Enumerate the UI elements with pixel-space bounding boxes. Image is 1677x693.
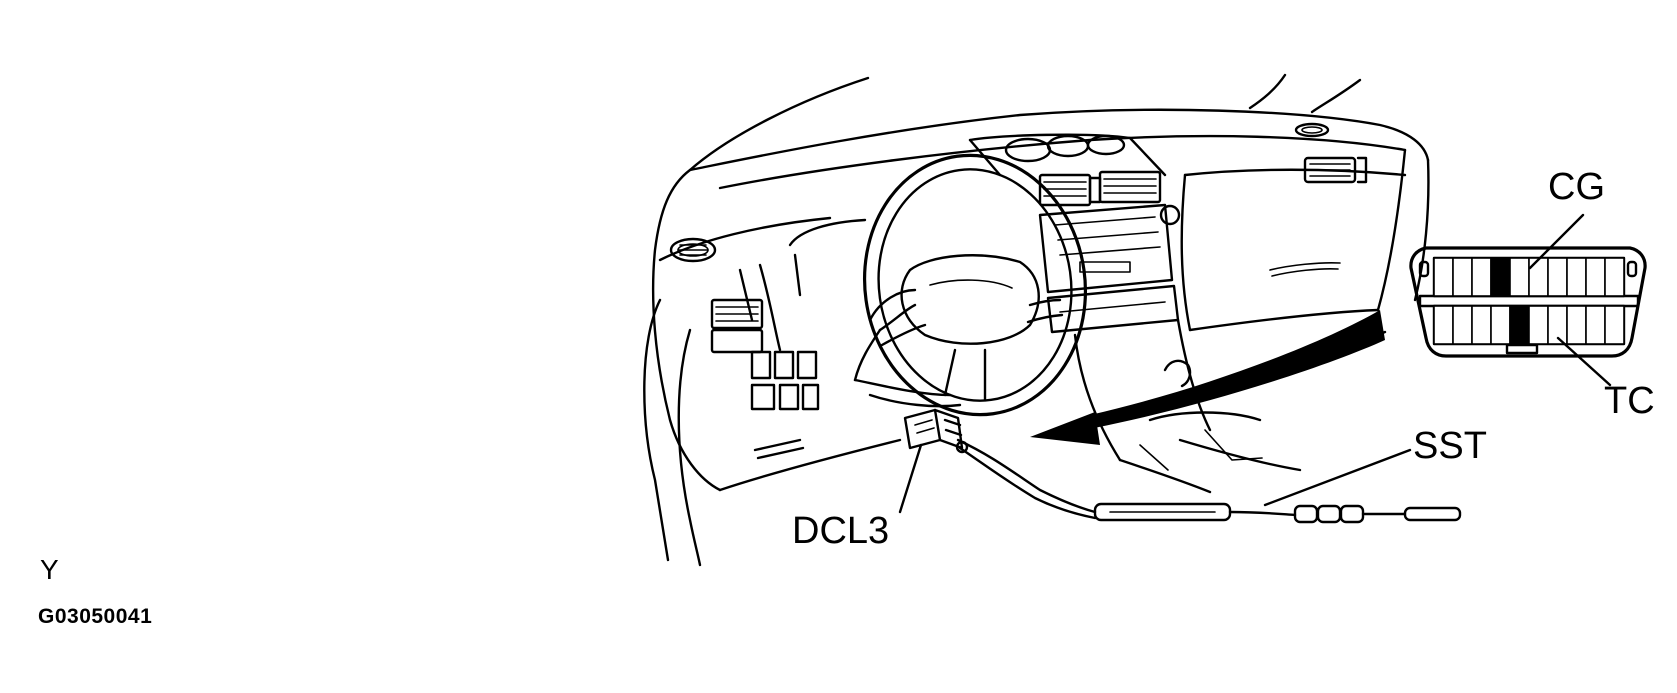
connector-pin [1604, 257, 1625, 297]
label-cg: CG [1548, 166, 1605, 208]
label-sst: SST [1413, 425, 1487, 467]
connector-pin [1585, 257, 1606, 297]
connector-pin [1471, 257, 1492, 297]
connector-pin [1528, 305, 1549, 345]
curved-arrow [1030, 310, 1387, 445]
pin-tc [1509, 305, 1530, 345]
pin-cg [1490, 257, 1511, 297]
dcl3-connector [903, 408, 1097, 520]
dcl3-leader [898, 443, 923, 514]
connector-pin [1566, 257, 1587, 297]
label-dcl3: DCL3 [792, 510, 890, 552]
label-orientation: Y [40, 554, 59, 585]
connector-pin [1471, 305, 1492, 345]
connector-pin [1452, 305, 1473, 345]
label-tc: TC [1604, 380, 1655, 422]
leader-lines [898, 213, 1612, 514]
center-console [968, 133, 1302, 494]
connector-pin [1433, 305, 1454, 345]
connector-pin [1566, 305, 1587, 345]
connector-pin [1528, 257, 1549, 297]
connector-pin [1585, 305, 1606, 345]
sst-leader [1263, 448, 1412, 507]
dlc3-connector-face [1409, 246, 1647, 358]
cg-leader [1528, 213, 1585, 270]
tc-leader [1556, 336, 1612, 387]
connector-pin [1452, 257, 1473, 297]
connector-pin [1509, 257, 1530, 297]
connector-pin [1604, 305, 1625, 345]
connector-divider [1418, 294, 1640, 308]
connector-pin [1433, 257, 1454, 297]
sst-tool [1093, 502, 1462, 524]
connector-pin [1490, 305, 1511, 345]
steering-wheel [853, 153, 1088, 417]
instrument-cluster [710, 218, 867, 460]
figure-code: G03050041 [38, 605, 153, 628]
connector-pin [1547, 257, 1568, 297]
